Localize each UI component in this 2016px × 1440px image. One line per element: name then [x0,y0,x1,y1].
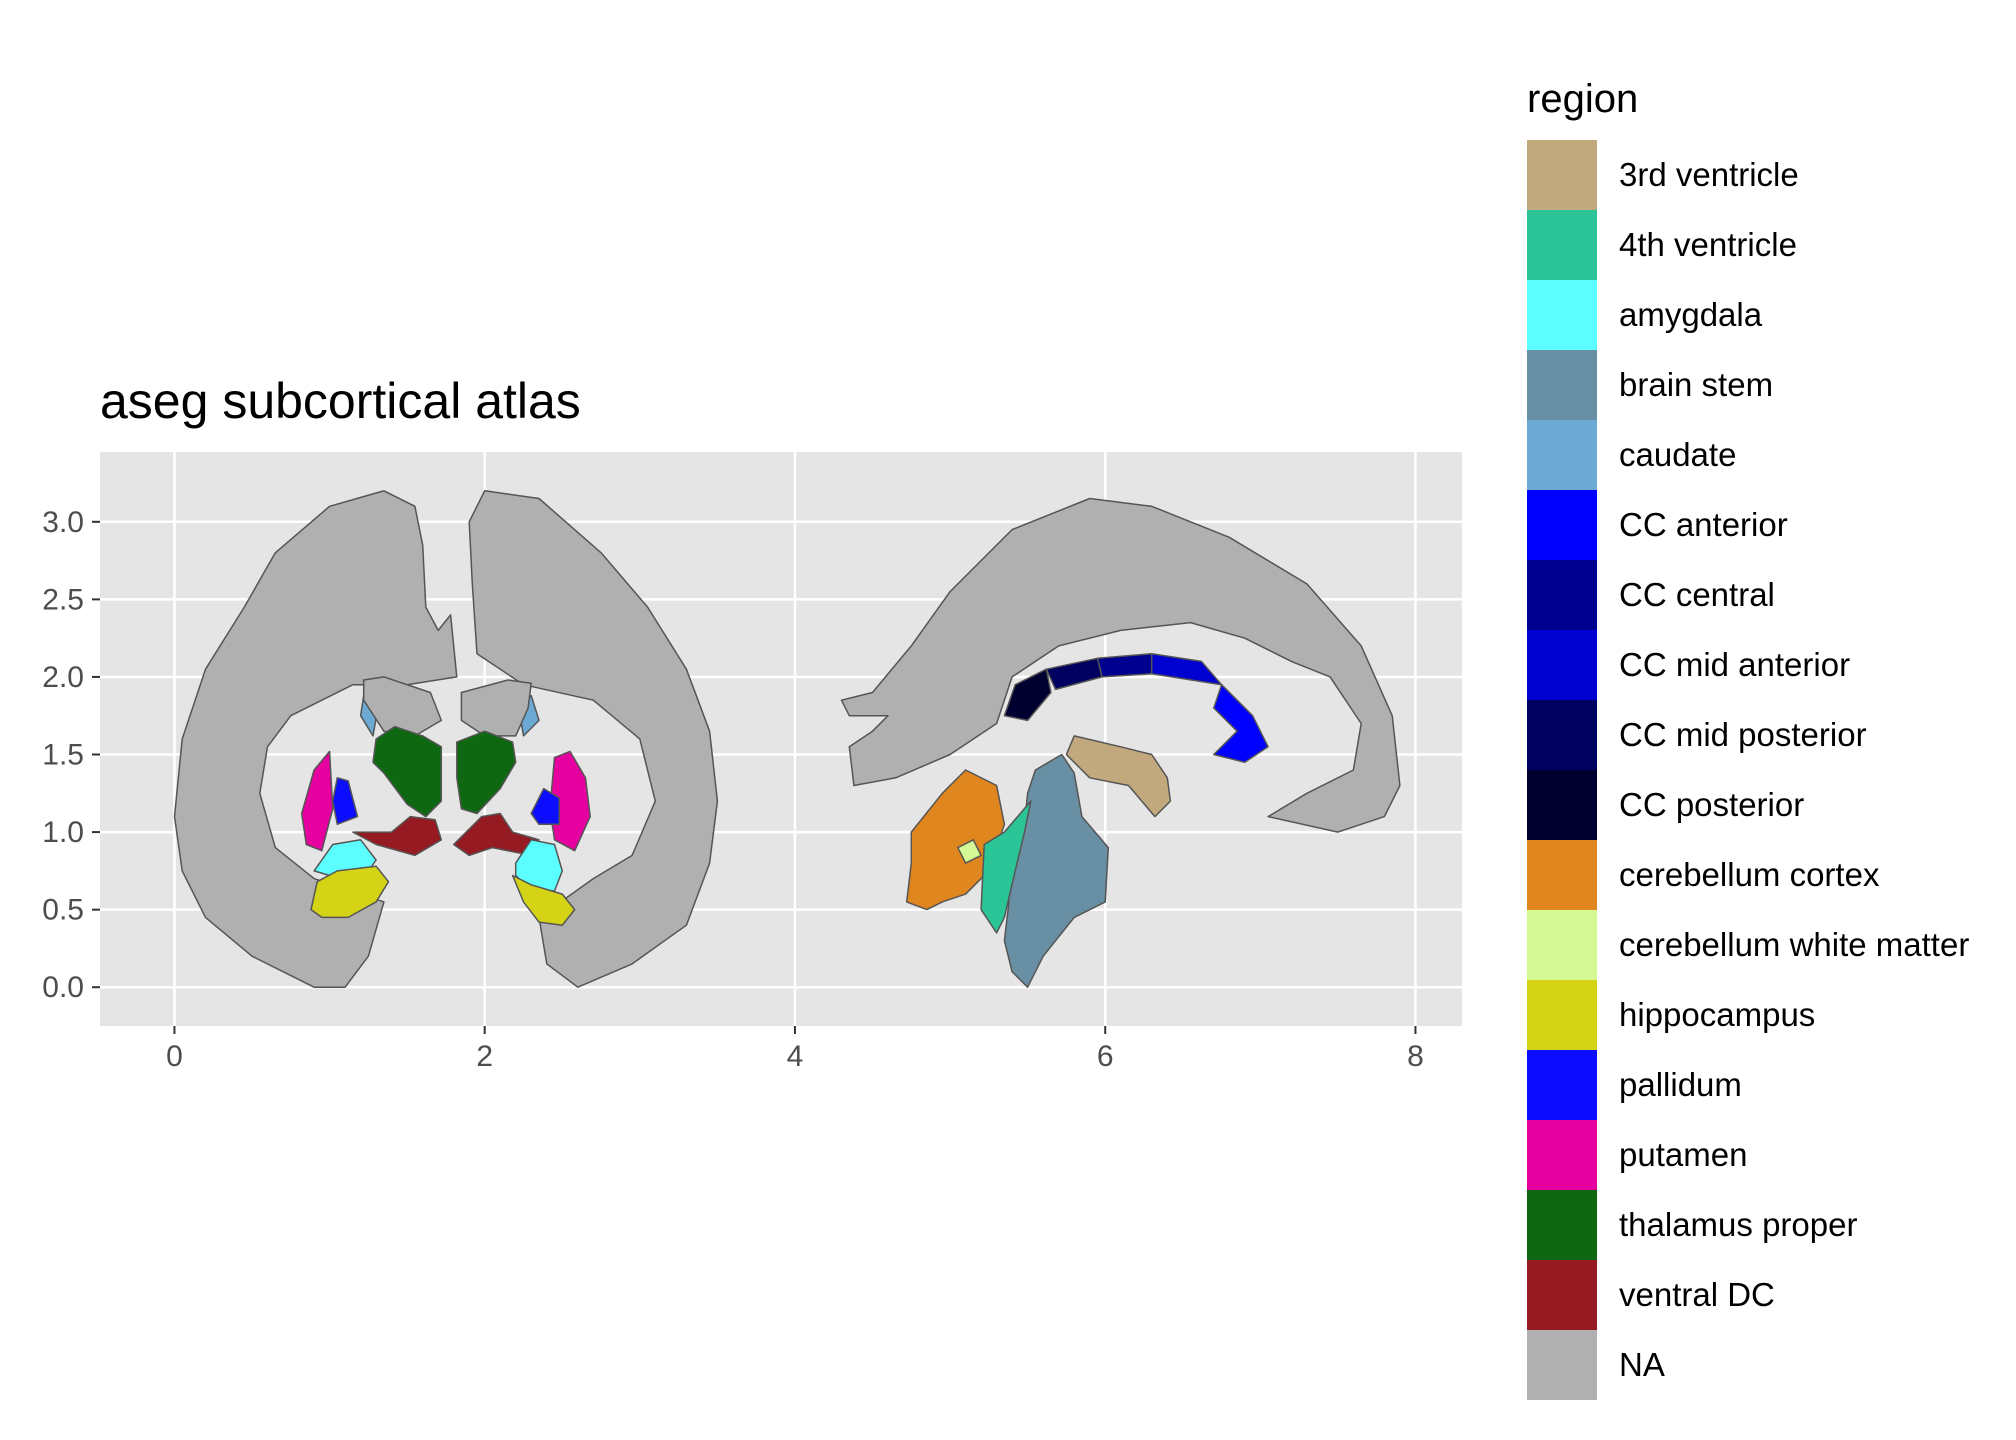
legend-entry-cc-anterior: CC anterior [1527,490,1969,560]
y-tick-label-5: 2.5 [42,583,84,616]
legend-swatch-3rd-ventricle [1527,140,1597,210]
legend-label-brain-stem: brain stem [1619,366,1774,403]
sagittal-region-cerebellum-cortex-8 [905,769,1006,911]
legend-label-3rd-ventricle: 3rd ventricle [1619,156,1799,193]
legend-entry-3rd-ventricle: 3rd ventricle [1527,140,1969,210]
legend-label-cerebellum-white-matter: cerebellum white matter [1619,926,1970,963]
y-tick-label-0: 0.0 [42,971,84,1004]
coronal-region-na-0 [173,490,458,988]
legend-label-thalamus-proper: thalamus proper [1619,1206,1858,1243]
x-tick-label-4: 8 [1407,1040,1424,1073]
x-tick-label-2: 4 [787,1040,804,1073]
legend-swatch-cc-mid-anterior [1527,630,1597,700]
legend-entry-4th-ventricle: 4th ventricle [1527,210,1969,280]
coronal-region-na-4 [362,676,443,737]
coronal-region-pallidum-11 [530,787,560,826]
legend: region 3rd ventricle 4th ventricle amygdal… [1527,72,1969,1400]
legend-swatch-cc-anterior [1527,490,1597,560]
coronal-region-thalamus-proper-6 [372,725,443,818]
legend-swatch-cc-mid-posterior [1527,700,1597,770]
legend-swatch-thalamus-proper [1527,1190,1597,1260]
legend-swatch-brain-stem [1527,350,1597,420]
x-tick-label-3: 6 [1097,1040,1114,1073]
legend-label-cc-anterior: CC anterior [1619,506,1788,543]
coronal-region-hippocampus-16 [310,865,390,919]
legend-label-ventral-dc: ventral DC [1619,1276,1775,1313]
coronal-region-thalamus-proper-7 [456,730,517,815]
legend-entry-na: NA [1527,1330,1969,1400]
legend-swatch-pallidum [1527,1050,1597,1120]
legend-entry-cerebellum-white-matter: cerebellum white matter [1527,910,1969,980]
legend-label-pallidum: pallidum [1619,1066,1742,1103]
legend-label-cc-mid-anterior: CC mid anterior [1619,646,1851,683]
legend-swatch-hippocampus [1527,980,1597,1050]
legend-entry-cc-mid-anterior: CC mid anterior [1527,630,1969,700]
legend-swatch-cc-central [1527,560,1597,630]
sagittal-region-cc-anterior-5 [1213,683,1269,764]
legend-swatch-putamen [1527,1120,1597,1190]
legend-label-amygdala: amygdala [1619,296,1763,333]
legend-swatch-4th-ventricle [1527,210,1597,280]
sagittal-region-3rd-ventricle-6 [1065,735,1172,818]
legend-label-cerebellum-cortex: cerebellum cortex [1619,856,1880,893]
chart-canvas: 0 2 4 6 8 0.0 0.5 1.0 1.5 2.0 2.5 3.0 [42,452,1462,1073]
plot-title: aseg subcortical atlas [100,373,581,429]
legend-entry-putamen: putamen [1527,1120,1969,1190]
atlas-regions [173,490,1401,988]
legend-entries: 3rd ventricle 4th ventricle amygdala brain … [1527,140,1969,1400]
legend-entry-amygdala: amygdala [1527,280,1969,350]
coronal-view [173,490,719,988]
legend-entry-thalamus-proper: thalamus proper [1527,1190,1969,1260]
sagittal-region-cerebellum-white-matter-9 [957,839,982,864]
coronal-region-na-5 [460,679,532,737]
legend-swatch-amygdala [1527,280,1597,350]
legend-entry-cc-central: CC central [1527,560,1969,630]
sagittal-view [840,497,1401,988]
y-tick-label-1: 0.5 [42,894,84,927]
legend-entry-cc-posterior: CC posterior [1527,770,1969,840]
legend-entry-cerebellum-cortex: cerebellum cortex [1527,840,1969,910]
y-tick-label-6: 3.0 [42,506,84,539]
sagittal-region-cc-posterior-1 [1003,668,1052,722]
y-tick-label-3: 1.5 [42,739,84,772]
legend-label-4th-ventricle: 4th ventricle [1619,226,1797,263]
legend-swatch-cerebellum-cortex [1527,840,1597,910]
coronal-region-pallidum-10 [331,777,359,826]
legend-entry-caudate: caudate [1527,420,1969,490]
legend-swatch-ventral-dc [1527,1260,1597,1330]
y-tick-label-4: 2.0 [42,661,84,694]
legend-entry-pallidum: pallidum [1527,1050,1969,1120]
legend-swatch-na [1527,1330,1597,1400]
axes: 0 2 4 6 8 0.0 0.5 1.0 1.5 2.0 2.5 3.0 [42,506,1424,1073]
legend-entry-brain-stem: brain stem [1527,350,1969,420]
legend-swatch-caudate [1527,420,1597,490]
x-tick-label-1: 2 [476,1040,493,1073]
coronal-region-putamen-8 [300,750,334,852]
legend-title: region [1527,77,1639,121]
coronal-region-putamen-9 [549,750,591,852]
legend-entry-hippocampus: hippocampus [1527,980,1969,1050]
x-tick-label-0: 0 [166,1040,183,1073]
legend-swatch-cc-posterior [1527,770,1597,840]
sagittal-region-na-0 [840,497,1401,833]
coronal-region-ventral-dc-12 [352,815,443,857]
legend-label-caudate: caudate [1619,436,1737,473]
legend-label-hippocampus: hippocampus [1619,996,1816,1033]
legend-entry-cc-mid-posterior: CC mid posterior [1527,700,1969,770]
coronal-region-na-1 [468,490,719,988]
legend-label-cc-central: CC central [1619,576,1775,613]
legend-label-cc-mid-posterior: CC mid posterior [1619,716,1867,753]
sagittal-region-cc-central-3 [1096,652,1153,678]
coronal-region-hippocampus-17 [511,874,576,926]
legend-swatch-cerebellum-white-matter [1527,910,1597,980]
y-tick-label-2: 1.0 [42,816,84,849]
legend-label-na: NA [1619,1346,1665,1383]
legend-label-cc-posterior: CC posterior [1619,786,1805,823]
legend-label-putamen: putamen [1619,1136,1748,1173]
coronal-region-ventral-dc-13 [452,812,540,857]
sagittal-region-4th-ventricle-10 [980,800,1032,934]
legend-entry-ventral-dc: ventral DC [1527,1260,1969,1330]
